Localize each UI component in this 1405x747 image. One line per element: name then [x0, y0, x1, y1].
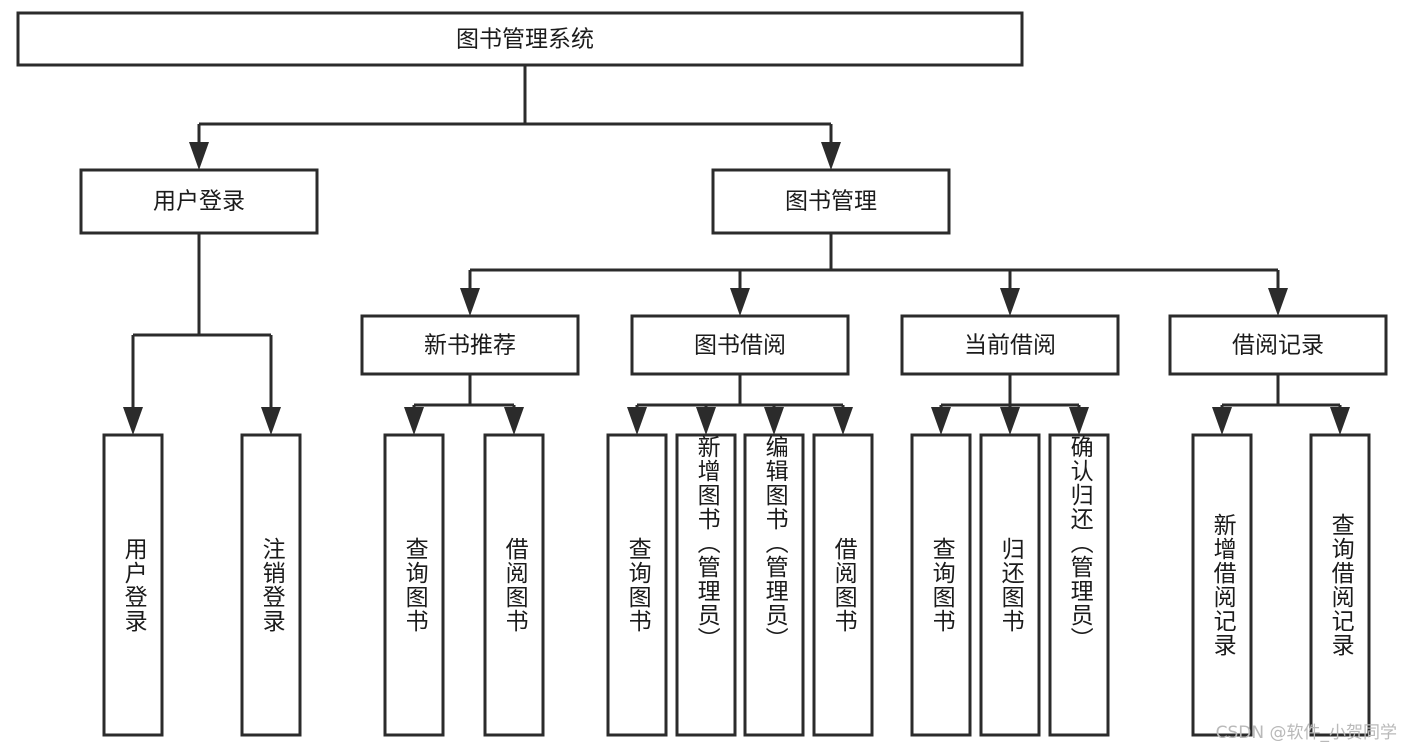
node-new-book-recommend[interactable]: 新书推荐 — [360, 314, 580, 376]
arrow-leaf-logout — [261, 407, 281, 435]
arrow-borrow-leaf4 — [833, 407, 853, 435]
leaf-box-bb-edit[interactable] — [743, 433, 805, 737]
arrow-borrow-record — [1268, 288, 1288, 316]
node-borrow-record[interactable]: 借阅记录 — [1168, 314, 1388, 376]
leaf-box-br-query[interactable] — [1309, 433, 1371, 737]
node-user-login[interactable]: 用户登录 — [79, 168, 319, 235]
node-new-book-recommend-label: 新书推荐 — [424, 333, 516, 359]
leaf-box-cb-query[interactable] — [910, 433, 972, 737]
arrow-record-leaf1 — [1212, 407, 1232, 435]
arrow-current-leaf1 — [931, 407, 951, 435]
arrow-borrow-leaf2 — [696, 407, 716, 435]
arrow-new-book — [460, 288, 480, 316]
arrow-borrow-leaf3 — [764, 407, 784, 435]
leaf-box-user-login[interactable] — [102, 433, 164, 737]
node-book-manage[interactable]: 图书管理 — [711, 168, 951, 235]
connector-layer — [123, 65, 1350, 435]
arrow-record-leaf2 — [1330, 407, 1350, 435]
node-book-borrow-label: 图书借阅 — [694, 333, 786, 359]
leaf-box-nb-borrow[interactable] — [483, 433, 545, 737]
node-current-borrow-label: 当前借阅 — [964, 333, 1056, 359]
node-user-login-label: 用户登录 — [153, 189, 245, 215]
leaf-box-br-add[interactable] — [1191, 433, 1253, 737]
leaf-box-bb-query[interactable] — [606, 433, 668, 737]
arrow-current-leaf2 — [1000, 407, 1020, 435]
node-book-borrow[interactable]: 图书借阅 — [630, 314, 850, 376]
node-root-label: 图书管理系统 — [456, 27, 594, 53]
leaf-box-bb-add[interactable] — [675, 433, 737, 737]
arrow-book-manage — [821, 142, 841, 170]
arrow-newbook-leaf2 — [504, 407, 524, 435]
leaf-box-bb-borrow[interactable] — [812, 433, 874, 737]
node-root[interactable]: 图书管理系统 — [16, 11, 1024, 67]
node-book-manage-label: 图书管理 — [785, 189, 877, 215]
arrow-current-borrow — [1000, 288, 1020, 316]
leaf-box-cb-confirm[interactable] — [1048, 433, 1110, 737]
node-layer: 图书管理系统 用户登录 图书管理 新书推荐 图书借阅 当前 — [16, 11, 1388, 737]
leaf-box-nb-query[interactable] — [383, 433, 445, 737]
arrow-user-login — [189, 142, 209, 170]
arrow-leaf-user-login — [123, 407, 143, 435]
leaf-box-cb-return[interactable] — [979, 433, 1041, 737]
arrow-borrow-leaf1 — [627, 407, 647, 435]
arrow-book-borrow — [730, 288, 750, 316]
arrow-newbook-leaf1 — [404, 407, 424, 435]
arrow-current-leaf3 — [1069, 407, 1089, 435]
leaf-box-logout[interactable] — [240, 433, 302, 737]
node-current-borrow[interactable]: 当前借阅 — [900, 314, 1120, 376]
node-borrow-record-label: 借阅记录 — [1232, 333, 1324, 359]
